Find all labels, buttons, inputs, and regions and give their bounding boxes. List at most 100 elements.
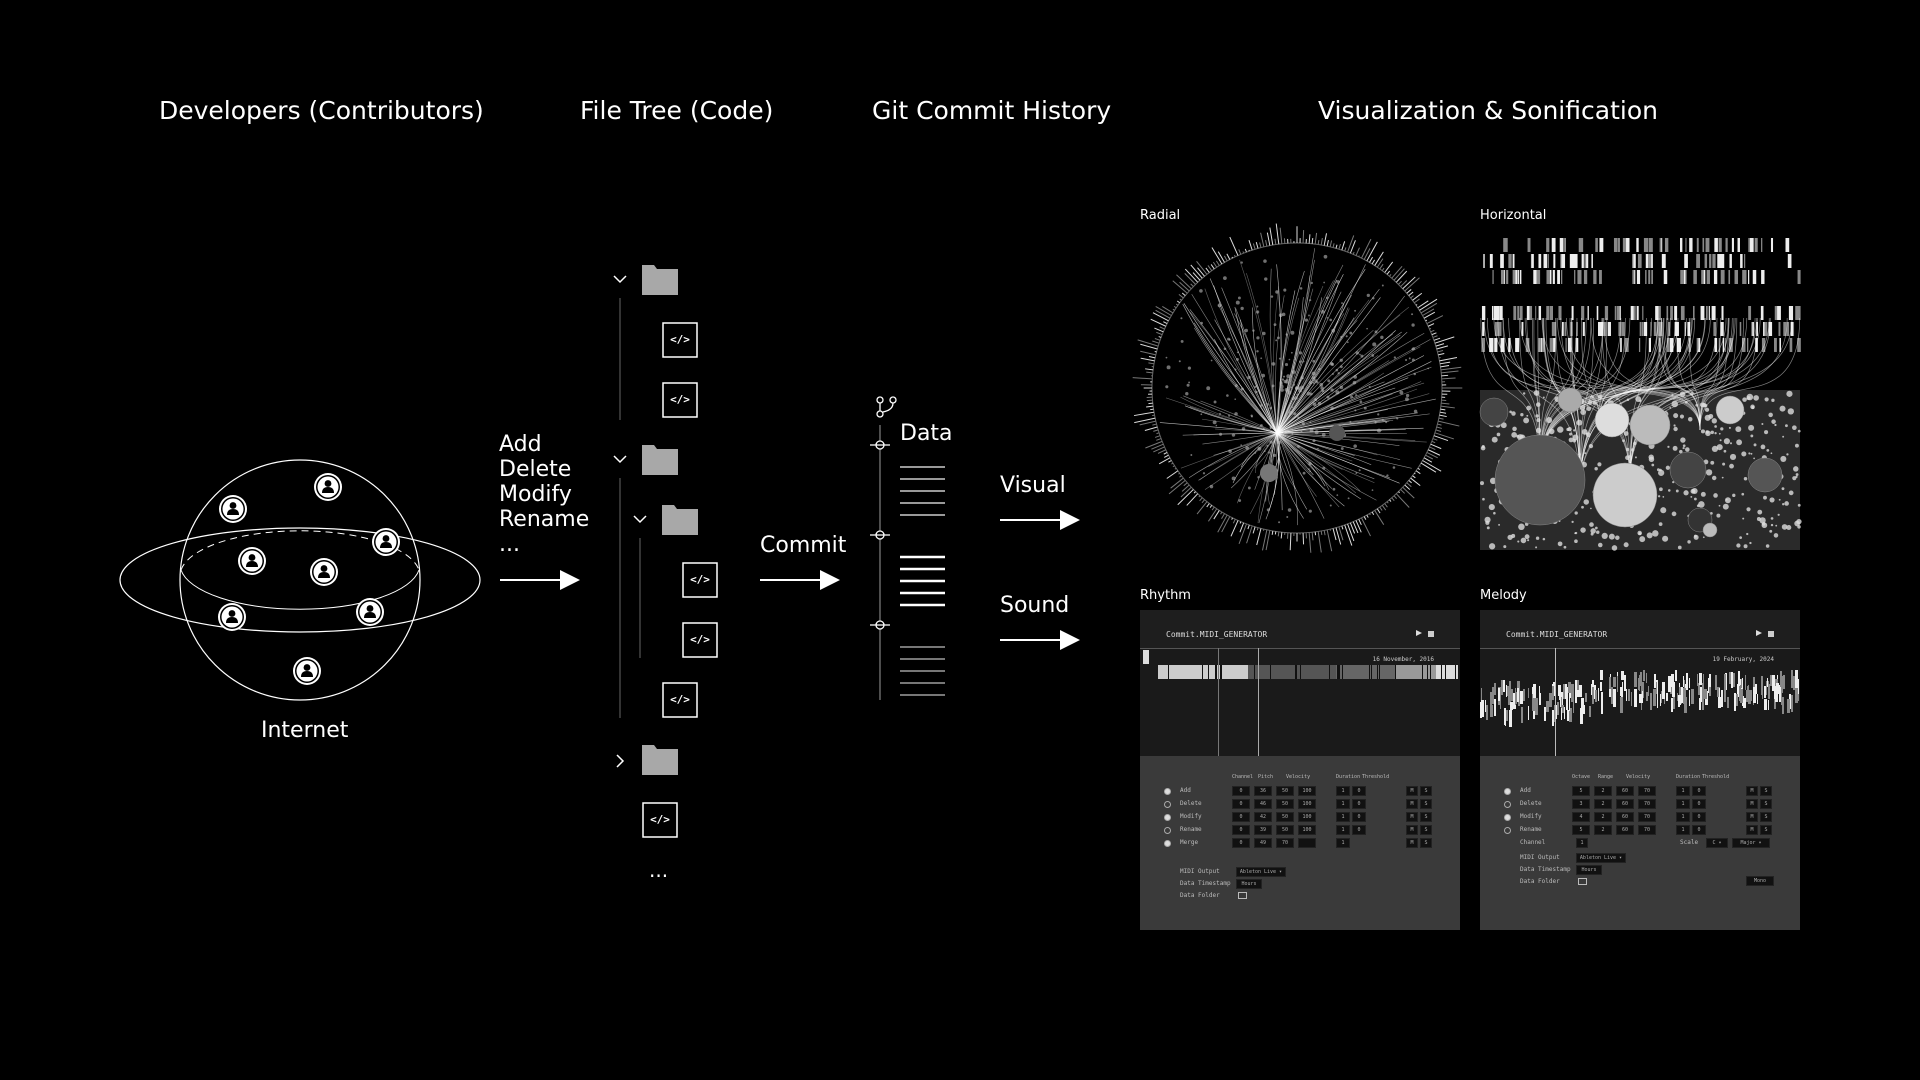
timestamp-select[interactable]: Hours — [1576, 865, 1602, 875]
stop-icon[interactable] — [1768, 631, 1774, 637]
mute-solo-button[interactable]: S — [1760, 786, 1772, 796]
value-field[interactable]: 70 — [1638, 799, 1656, 809]
mute-solo-button[interactable]: S — [1760, 799, 1772, 809]
melody-note — [1659, 693, 1661, 707]
duration-field[interactable]: 1 — [1676, 812, 1690, 822]
value-field[interactable]: 100 — [1298, 812, 1316, 822]
value-field[interactable]: 36 — [1254, 786, 1272, 796]
value-field[interactable]: 60 — [1616, 825, 1634, 835]
mute-solo-button[interactable]: M — [1746, 812, 1758, 822]
duration-field[interactable]: 1 — [1676, 799, 1690, 809]
folder-icon[interactable] — [1578, 878, 1587, 885]
duration-field[interactable]: 0 — [1352, 825, 1366, 835]
value-field[interactable]: 2 — [1594, 812, 1612, 822]
value-field[interactable]: 46 — [1254, 799, 1272, 809]
row-toggle[interactable] — [1164, 788, 1171, 795]
value-field[interactable]: 5 — [1572, 825, 1590, 835]
mute-solo-button[interactable]: S — [1760, 825, 1772, 835]
value-field[interactable]: 100 — [1298, 786, 1316, 796]
value-field[interactable]: 50 — [1276, 786, 1294, 796]
value-field[interactable]: 42 — [1254, 812, 1272, 822]
duration-field[interactable]: 0 — [1692, 786, 1706, 796]
duration-field[interactable]: 1 — [1676, 786, 1690, 796]
duration-field[interactable]: 0 — [1352, 812, 1366, 822]
melody-note — [1750, 690, 1752, 702]
mute-solo-button[interactable]: S — [1420, 825, 1432, 835]
mute-solo-button[interactable]: M — [1746, 786, 1758, 796]
row-toggle[interactable] — [1164, 840, 1171, 847]
value-field[interactable]: 100 — [1298, 799, 1316, 809]
scale-select[interactable]: C ▾ — [1706, 838, 1728, 848]
duration-field[interactable]: 1 — [1336, 799, 1350, 809]
duration-field[interactable]: 0 — [1352, 799, 1366, 809]
play-icon[interactable] — [1756, 630, 1762, 636]
mono-button[interactable]: Mono — [1746, 876, 1774, 886]
duration-field[interactable]: 0 — [1692, 825, 1706, 835]
duration-field[interactable]: 1 — [1336, 812, 1350, 822]
midi-output-select[interactable]: Ableton Live ▾ — [1576, 853, 1626, 863]
value-field[interactable]: 0 — [1232, 786, 1250, 796]
row-toggle[interactable] — [1164, 801, 1171, 808]
mode-select[interactable]: Major ▾ — [1732, 838, 1770, 848]
value-field[interactable]: 100 — [1298, 825, 1316, 835]
value-field[interactable]: 39 — [1254, 825, 1272, 835]
mute-solo-button[interactable]: S — [1420, 838, 1432, 848]
mute-solo-button[interactable]: S — [1420, 799, 1432, 809]
value-field[interactable] — [1298, 838, 1316, 848]
duration-field[interactable]: 0 — [1692, 812, 1706, 822]
value-field[interactable]: 50 — [1276, 825, 1294, 835]
mute-solo-button[interactable]: M — [1406, 838, 1418, 848]
value-field[interactable]: 5 — [1572, 786, 1590, 796]
mute-solo-button[interactable]: S — [1420, 812, 1432, 822]
melody-note — [1515, 692, 1517, 705]
mute-solo-button[interactable]: S — [1420, 786, 1432, 796]
rhythm-segment — [1248, 665, 1336, 679]
row-toggle[interactable] — [1164, 827, 1171, 834]
value-field[interactable]: 60 — [1616, 786, 1634, 796]
value-field[interactable]: 70 — [1638, 812, 1656, 822]
mute-solo-button[interactable]: S — [1760, 812, 1772, 822]
timestamp-select[interactable]: Hours — [1236, 879, 1262, 889]
mute-solo-button[interactable]: M — [1406, 825, 1418, 835]
value-field[interactable]: 50 — [1276, 812, 1294, 822]
value-field[interactable]: 0 — [1232, 838, 1250, 848]
duration-field[interactable]: 0 — [1352, 786, 1366, 796]
value-field[interactable]: 2 — [1594, 825, 1612, 835]
value-field[interactable]: 0 — [1232, 812, 1250, 822]
midi-output-select[interactable]: Ableton Live ▾ — [1236, 867, 1286, 877]
row-toggle[interactable] — [1504, 827, 1511, 834]
value-field[interactable]: 4 — [1572, 812, 1590, 822]
melody-note — [1673, 696, 1676, 710]
value-field[interactable]: 49 — [1254, 838, 1272, 848]
duration-field[interactable]: 0 — [1692, 799, 1706, 809]
row-toggle[interactable] — [1504, 801, 1511, 808]
row-toggle[interactable] — [1164, 814, 1171, 821]
mute-solo-button[interactable]: M — [1406, 786, 1418, 796]
mute-solo-button[interactable]: M — [1746, 825, 1758, 835]
channel-field[interactable]: 1 — [1576, 838, 1588, 848]
mute-solo-button[interactable]: M — [1406, 812, 1418, 822]
value-field[interactable]: 70 — [1276, 838, 1294, 848]
value-field[interactable]: 3 — [1572, 799, 1590, 809]
duration-field[interactable]: 1 — [1676, 825, 1690, 835]
play-icon[interactable] — [1416, 630, 1422, 636]
row-toggle[interactable] — [1504, 814, 1511, 821]
mute-solo-button[interactable]: M — [1746, 799, 1758, 809]
value-field[interactable]: 60 — [1616, 799, 1634, 809]
duration-field[interactable]: 1 — [1336, 838, 1350, 848]
value-field[interactable]: 60 — [1616, 812, 1634, 822]
mute-solo-button[interactable]: M — [1406, 799, 1418, 809]
value-field[interactable]: 70 — [1638, 825, 1656, 835]
value-field[interactable]: 0 — [1232, 825, 1250, 835]
value-field[interactable]: 2 — [1594, 799, 1612, 809]
value-field[interactable]: 70 — [1638, 786, 1656, 796]
melody-note — [1621, 688, 1623, 698]
stop-icon[interactable] — [1428, 631, 1434, 637]
value-field[interactable]: 2 — [1594, 786, 1612, 796]
duration-field[interactable]: 1 — [1336, 786, 1350, 796]
value-field[interactable]: 50 — [1276, 799, 1294, 809]
folder-icon[interactable] — [1238, 892, 1247, 899]
value-field[interactable]: 0 — [1232, 799, 1250, 809]
duration-field[interactable]: 1 — [1336, 825, 1350, 835]
row-toggle[interactable] — [1504, 788, 1511, 795]
